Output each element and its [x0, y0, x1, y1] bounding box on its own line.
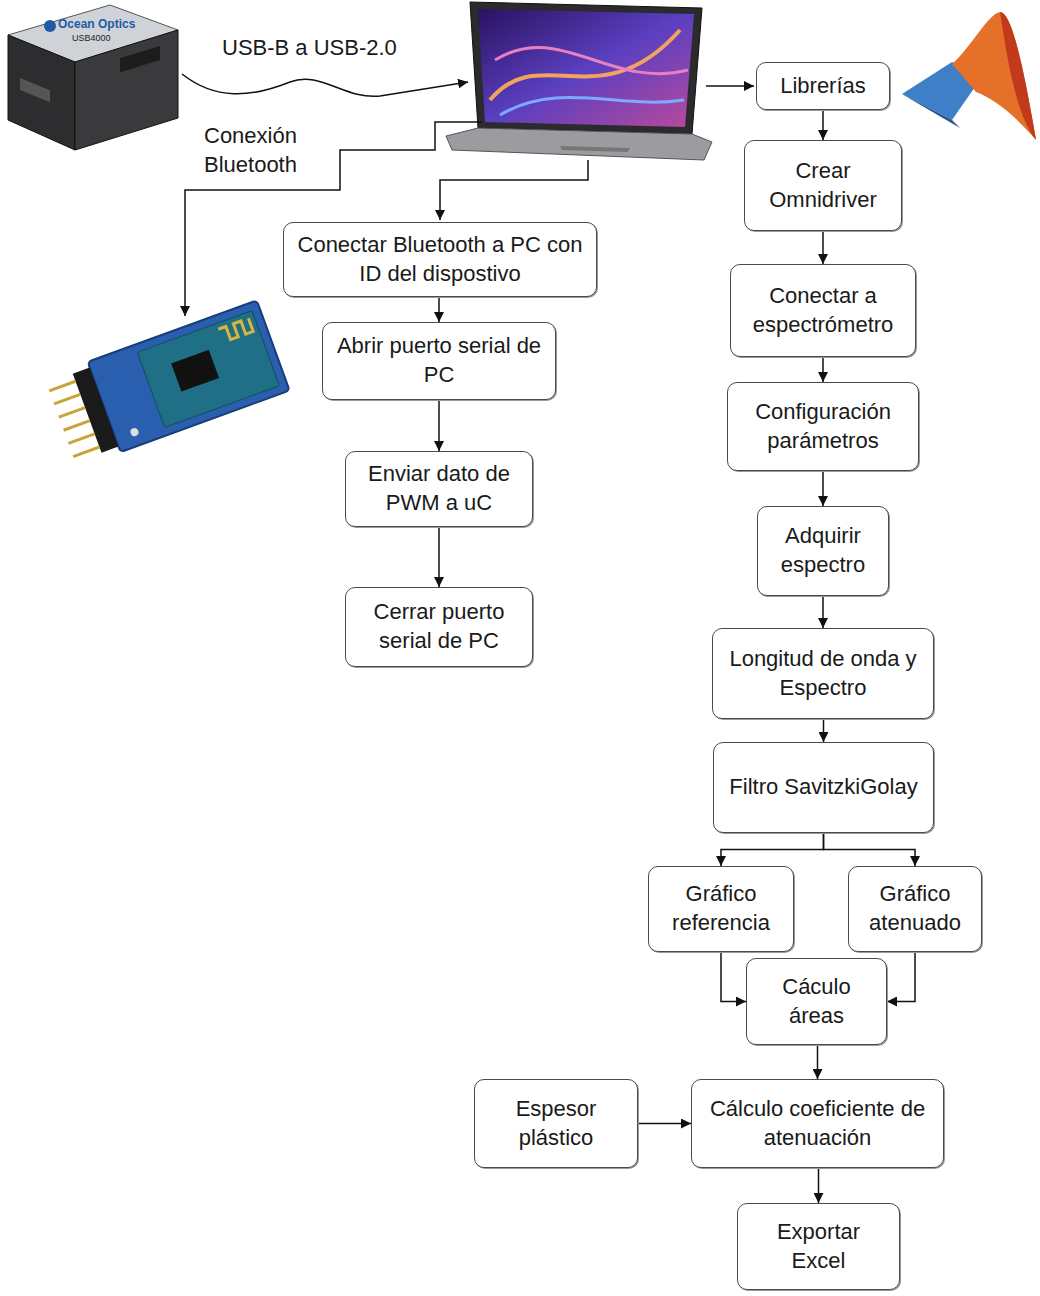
connector-arrow [824, 833, 916, 866]
laptop [446, 2, 712, 160]
connector-arrow [818, 1168, 820, 1203]
usb-cable [182, 74, 468, 96]
laptop-screen [478, 9, 694, 127]
annotation-label: Ocean Optics [58, 17, 148, 33]
box-text: Cáculo áreas [759, 973, 874, 1030]
spectrometer-connector [120, 46, 160, 72]
spectrometer-device [8, 5, 178, 150]
process-box: Gráfico referencia [648, 866, 794, 952]
module-daughterboard [137, 311, 279, 428]
process-box: Crear Omnidriver [744, 140, 902, 231]
screen-swirl [500, 97, 684, 115]
logo-peak [952, 12, 1036, 140]
box-text: Conectar a espectrómetro [743, 282, 903, 339]
bluetooth-module [44, 300, 289, 468]
annotation-label: Conexión Bluetooth [204, 122, 324, 179]
process-box: Espesor plástico [474, 1079, 638, 1168]
box-text: Enviar dato de PWM a uC [358, 460, 520, 517]
box-text: Cerrar puerto serial de PC [358, 598, 520, 655]
connector-arrow [823, 719, 825, 742]
process-box: Longitud de onda y Espectro [712, 628, 934, 719]
box-text: Adquirir espectro [770, 522, 876, 579]
logo-circle [44, 20, 56, 32]
box-text: Crear Omnidriver [757, 157, 889, 214]
screen-swirl [490, 30, 680, 100]
connector-arrow [721, 952, 746, 1002]
box-text: Filtro SavitzkiGolay [729, 773, 917, 802]
matlab-logo [902, 12, 1036, 140]
process-box: Cerrar puerto serial de PC [345, 587, 533, 667]
process-box: Conectar Bluetooth a PC con ID del dispo… [283, 222, 597, 297]
screen-swirl [495, 47, 688, 73]
process-box: Filtro SavitzkiGolay [713, 742, 934, 833]
spectrometer-port [20, 78, 50, 102]
process-box: Cáculo áreas [746, 958, 887, 1045]
module-board [88, 300, 290, 452]
box-text: Gráfico referencia [661, 880, 781, 937]
process-box: Gráfico atenuado [848, 866, 982, 952]
box-text: Conectar Bluetooth a PC con ID del dispo… [296, 231, 584, 288]
box-text: Longitud de onda y Espectro [725, 645, 921, 702]
process-box: Abrir puerto serial de PC [322, 322, 556, 400]
connector-arrow [887, 952, 915, 1002]
connector-arrow [822, 596, 824, 628]
annotation-label: USB-B a USB-2.0 [222, 34, 442, 63]
connector-arrow [638, 1123, 691, 1125]
box-text: Abrir puerto serial de PC [335, 332, 543, 389]
process-box: Adquirir espectro [757, 506, 889, 596]
box-text: Exportar Excel [750, 1218, 887, 1275]
box-text: Gráfico atenuado [861, 880, 969, 937]
box-text: Espesor plástico [487, 1095, 625, 1152]
process-box: Configuración parámetros [727, 382, 919, 471]
module-button [129, 427, 139, 437]
connector-arrow [438, 400, 440, 451]
connector-arrow [817, 1045, 819, 1079]
pins [49, 381, 99, 456]
logo-membrane-edge [902, 94, 960, 128]
connector-arrow [822, 110, 824, 140]
laptop-base [446, 128, 712, 160]
module-antenna [218, 318, 253, 342]
module-chip [171, 350, 219, 392]
connector-arrow [721, 833, 824, 866]
link-arrow [706, 85, 754, 87]
link-arrow [440, 160, 588, 220]
process-box: Exportar Excel [737, 1203, 900, 1290]
box-text: Librerías [780, 72, 866, 101]
process-box: Cálculo coeficiente de atenuación [691, 1079, 944, 1168]
process-box: Conectar a espectrómetro [730, 264, 916, 357]
connector-arrow [822, 357, 824, 382]
spectrometer-side [8, 35, 75, 150]
logo-peak-shade [1000, 12, 1036, 140]
spectrometer-front [75, 30, 178, 150]
connector-arrow [438, 527, 440, 587]
annotation-label: USB4000 [72, 33, 132, 45]
connector-arrow [822, 471, 824, 506]
process-box: Enviar dato de PWM a uC [345, 451, 533, 527]
box-text: Cálculo coeficiente de atenuación [704, 1095, 931, 1152]
laptop-screen-frame [470, 2, 702, 134]
connector-arrow [822, 231, 824, 264]
process-box: Librerías [756, 62, 890, 110]
connector-arrow [438, 297, 440, 322]
box-text: Configuración parámetros [740, 398, 906, 455]
laptop-touchpad [560, 146, 630, 152]
